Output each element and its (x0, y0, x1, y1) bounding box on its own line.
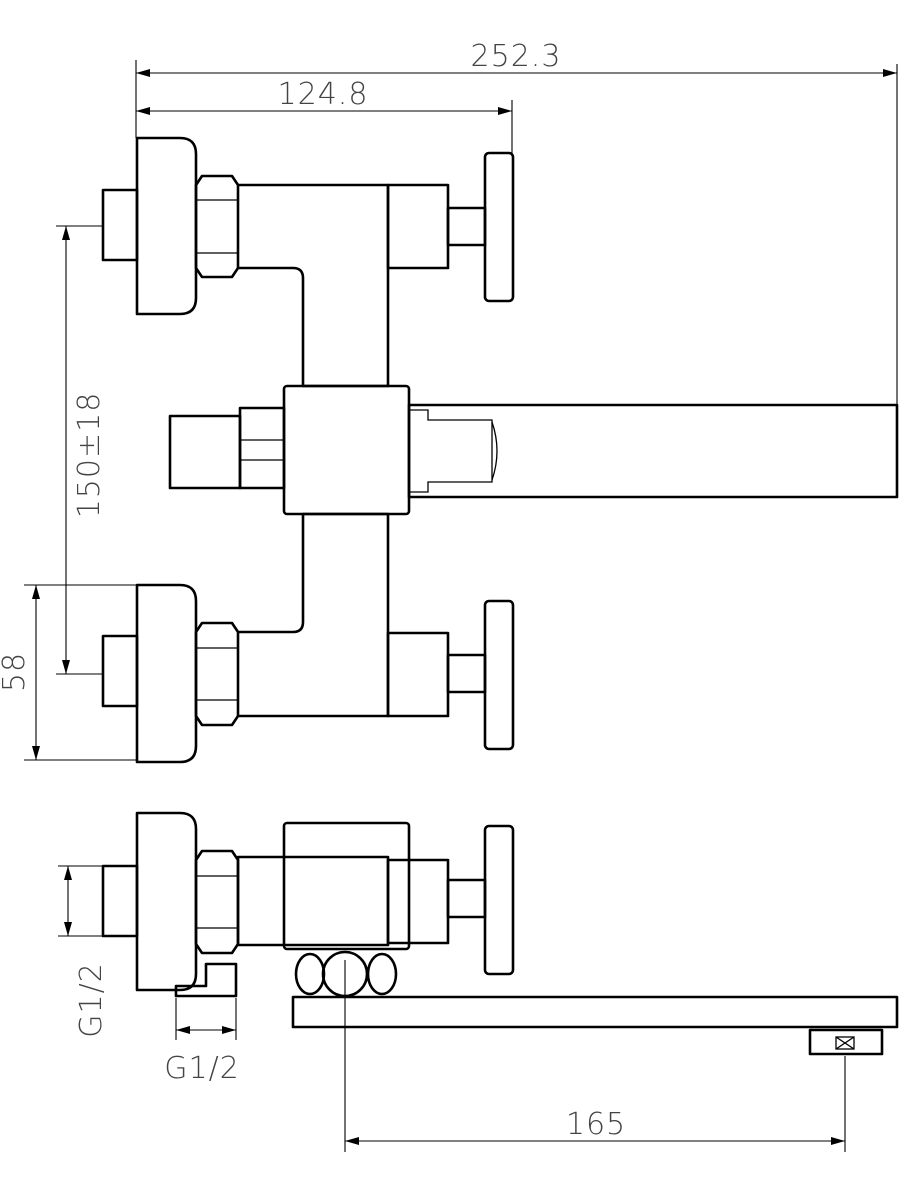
dimension-overall-width: 252.3 (135, 39, 898, 405)
side-aerator-mesh (835, 1036, 855, 1050)
side-swivel-ring-left (294, 952, 326, 996)
spout-coupling-curve (491, 421, 498, 481)
lower-wall-flange (135, 583, 198, 764)
dimension-inlet-spacing: 150±18 (56, 225, 107, 675)
arrow-reach-right (831, 1137, 845, 1145)
side-valve-stem (446, 878, 487, 919)
arrow-spacing-bottom (62, 660, 70, 674)
dimension-inlet-height: 58 (0, 584, 136, 761)
arrow-thread-right (222, 1026, 236, 1034)
upper-hex-nut (194, 174, 240, 279)
side-swivel-ring-right (366, 952, 398, 996)
side-spout-tube (291, 995, 899, 1029)
upper-inlet-thread (101, 188, 139, 262)
spout-coupling (409, 409, 493, 493)
lower-inlet-thread (101, 634, 139, 708)
side-view-assembly (101, 811, 899, 1056)
lower-valve-bonnet (386, 631, 450, 718)
lower-hex-nut (194, 621, 240, 727)
side-aerator-mesh-diag-2 (835, 1036, 855, 1050)
side-outlet-fitting (174, 962, 238, 998)
label-inlet-spacing: 150±18 (72, 392, 107, 519)
dimension-spout-reach: 165 (344, 960, 846, 1152)
arrow-thread-top (64, 866, 72, 880)
label-thread-vertical: G1/2 (74, 962, 109, 1038)
lower-cross-handle (483, 599, 515, 751)
side-valve-bonnet (386, 858, 450, 945)
label-thread-horizontal: G1/2 (164, 1051, 240, 1086)
arrow-overall-left (136, 69, 150, 77)
label-spout-reach: 165 (566, 1107, 626, 1142)
arrow-thread-bottom (64, 922, 72, 936)
side-inlet-thread (101, 864, 139, 938)
arrow-spacing-top (62, 226, 70, 240)
arrow-overall-right (883, 69, 897, 77)
diverter-collar (238, 406, 286, 490)
side-body (236, 855, 390, 947)
arrow-height-top (32, 585, 40, 599)
upper-wall-flange (135, 136, 198, 316)
central-body-assembly (168, 384, 899, 516)
lower-valve-stem (446, 653, 487, 694)
lower-inlet-assembly (101, 512, 515, 764)
central-body-block (282, 384, 411, 516)
upper-valve-bonnet (386, 183, 450, 270)
label-center-offset: 124.8 (278, 77, 369, 112)
upper-valve-stem (446, 206, 487, 247)
side-hex-nut (194, 849, 240, 955)
spout-tube (407, 403, 899, 499)
dimension-thread-vertical: G1/2 (58, 865, 109, 1038)
side-cross-handle (483, 824, 515, 976)
arrow-height-bottom (32, 746, 40, 760)
dimension-thread-horizontal: G1/2 (164, 998, 240, 1086)
arrow-center-left (136, 107, 150, 115)
upper-cross-handle (483, 151, 515, 303)
dimension-center-offset: 124.8 (136, 77, 513, 153)
side-aerator (808, 1028, 884, 1056)
arrow-center-right (498, 107, 512, 115)
lower-body-arm (238, 512, 390, 718)
label-inlet-height: 58 (0, 652, 32, 692)
label-overall-width: 252.3 (471, 39, 562, 74)
arrow-thread-left (176, 1026, 190, 1034)
upper-body-arm (238, 183, 390, 388)
side-wall-flange (135, 811, 198, 992)
side-central-block (282, 821, 411, 951)
diverter-knob (168, 414, 242, 490)
arrow-reach-left (345, 1137, 359, 1145)
upper-inlet-assembly (101, 136, 515, 388)
